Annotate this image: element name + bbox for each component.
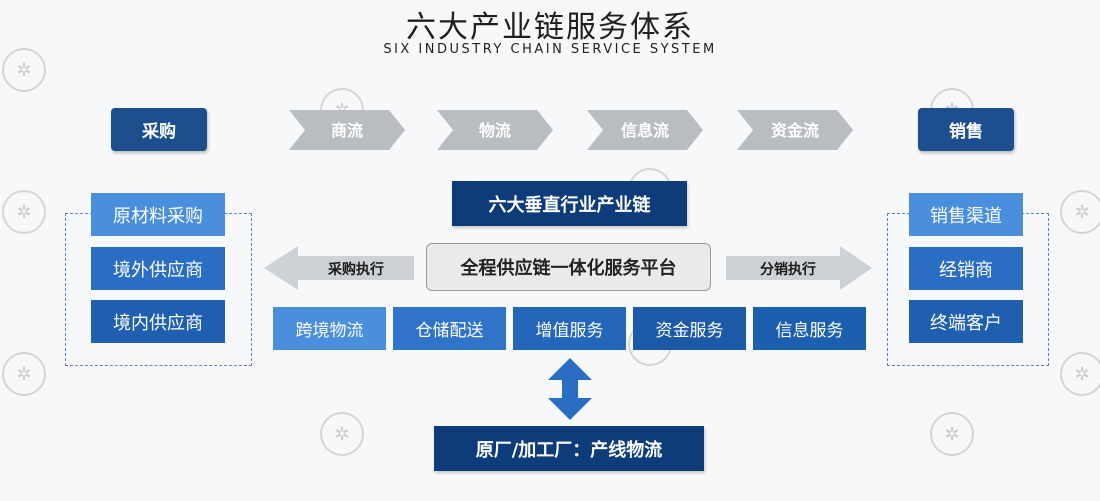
sales-item: 销售渠道 <box>909 193 1023 236</box>
page-title: 六大产业链服务体系 <box>406 10 694 45</box>
flow-chevron-wuliu: 物流 <box>437 110 553 150</box>
watermark-logo-icon: ✲ <box>930 412 974 456</box>
service-box: 资金服务 <box>633 307 746 350</box>
watermark-logo-icon: ✲ <box>320 412 364 456</box>
flow-label: 资金流 <box>771 121 819 140</box>
procurement-item: 原材料采购 <box>91 193 225 236</box>
procurement-item: 境外供应商 <box>91 247 225 290</box>
service-box: 跨境物流 <box>273 307 386 350</box>
sales-item: 终端客户 <box>909 300 1023 343</box>
sales-item: 经销商 <box>909 247 1023 290</box>
arrow-label: 分销执行 <box>760 261 816 278</box>
flow-chevron-shangliu: 商流 <box>289 110 405 150</box>
distribution-execution-arrow: 分销执行 <box>726 246 872 290</box>
procurement-header: 采购 <box>111 108 207 151</box>
procurement-execution-arrow: 采购执行 <box>264 246 414 290</box>
flow-chevrons: 商流 物流 信息流 资金流 <box>289 110 853 150</box>
flow-chevron-zijinliu: 资金流 <box>737 110 853 150</box>
factory-box: 原厂/加工厂：产线物流 <box>434 426 704 471</box>
flow-label: 物流 <box>479 121 511 140</box>
flow-label: 信息流 <box>621 121 669 140</box>
service-box: 增值服务 <box>513 307 626 350</box>
watermark-logo-icon: ✲ <box>1060 352 1100 396</box>
arrow-label: 采购执行 <box>327 261 384 278</box>
sales-header: 销售 <box>918 108 1014 151</box>
watermark-logo-icon: ✲ <box>2 190 46 234</box>
integrated-service-platform: 全程供应链一体化服务平台 <box>426 243 711 291</box>
watermark-logo-icon: ✲ <box>1060 190 1100 234</box>
watermark-logo-icon: ✲ <box>2 48 46 92</box>
flow-chevron-xinxiliu: 信息流 <box>587 110 703 150</box>
flow-label: 商流 <box>331 121 363 140</box>
page-subtitle: SIX INDUSTRY CHAIN SERVICE SYSTEM <box>383 42 717 57</box>
procurement-item: 境内供应商 <box>91 300 225 343</box>
vertical-industry-box: 六大垂直行业产业链 <box>452 181 687 226</box>
watermark-logo-icon: ✲ <box>2 352 46 396</box>
service-box: 仓储配送 <box>393 307 506 350</box>
double-arrow-icon <box>548 358 592 420</box>
service-box: 信息服务 <box>753 307 866 350</box>
